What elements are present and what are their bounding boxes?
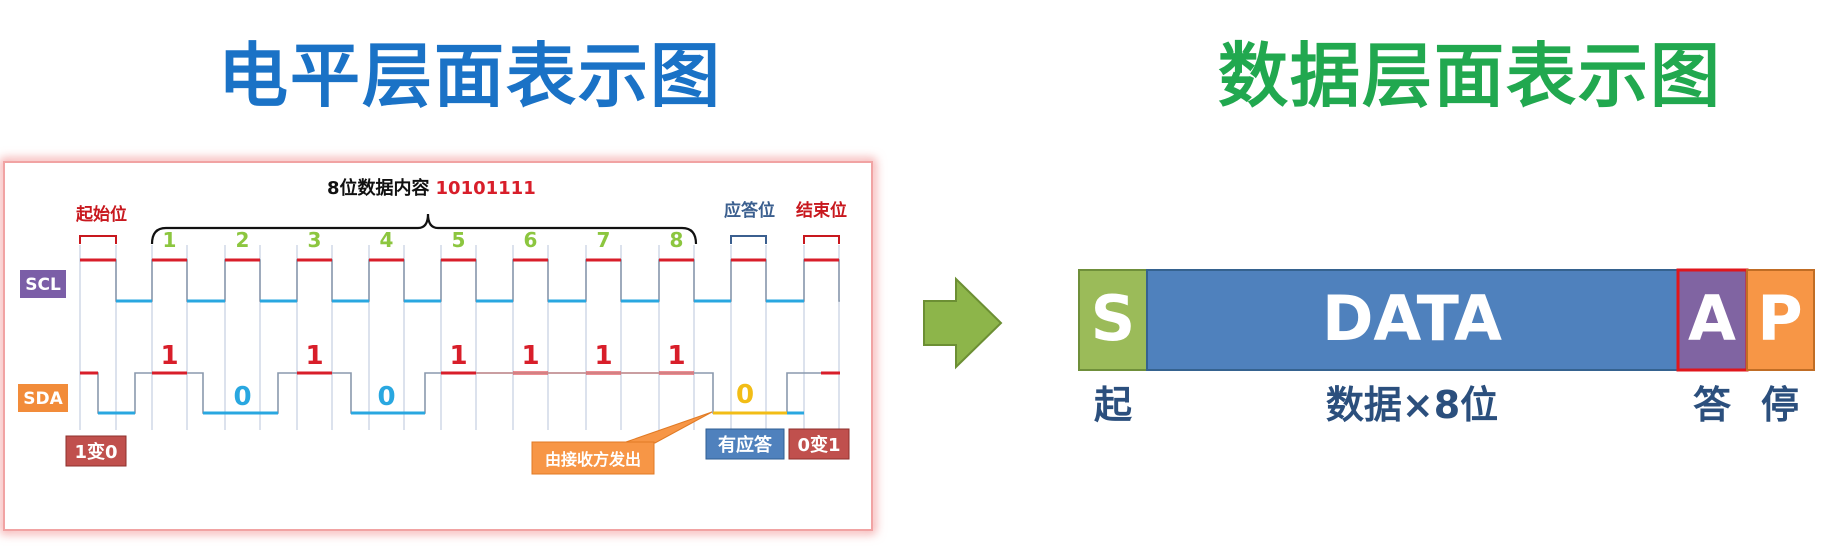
- frame-caption-a: 答: [1693, 383, 1732, 427]
- sda-label: SDA: [23, 389, 63, 409]
- bit-value-4: 0: [377, 382, 395, 412]
- stop-bracket: [803, 235, 840, 244]
- stop-transition-badge: [788, 428, 850, 460]
- frame-letter-s: S: [1091, 282, 1136, 355]
- ack-bit-label: 应答位: [724, 200, 775, 221]
- bit-index-4: 4: [380, 228, 394, 252]
- receiver-callout: [531, 441, 655, 475]
- frame-field-s: [1078, 269, 1148, 371]
- ack-bracket: [730, 235, 767, 244]
- frame-field-p: [1746, 269, 1815, 371]
- bit-index-2: 2: [236, 228, 250, 252]
- bit-index-6: 6: [524, 228, 538, 252]
- start-transition-badge: [65, 435, 127, 467]
- waveforms: [80, 258, 840, 415]
- bit-value-1: 1: [160, 341, 178, 371]
- stop-transition-text: 0变1: [797, 434, 840, 456]
- ack-value: 0: [736, 380, 754, 410]
- bit-value-2: 0: [233, 382, 251, 412]
- frame-caption-data: 数据×8位: [1326, 383, 1498, 427]
- receiver-callout-text: 由接收方发出: [545, 450, 641, 469]
- bit-index-5: 5: [452, 228, 466, 252]
- bit-index-1: 1: [163, 228, 177, 252]
- bit-value-8: 1: [667, 341, 685, 371]
- scl-wave-outline: [80, 259, 840, 302]
- stop-bit-label: 结束位: [796, 200, 847, 221]
- transform-arrow-icon: [923, 276, 1003, 370]
- frame-caption-p: 停: [1761, 383, 1799, 427]
- start-bit-label: 起始位: [75, 204, 127, 225]
- bit-index-3: 3: [308, 228, 322, 252]
- bit-value-7: 1: [594, 341, 612, 371]
- data-view-title: 数据层面表示图: [1218, 35, 1722, 117]
- scl-label: SCL: [25, 275, 61, 295]
- bit-index-row: 1 2 3 4 5 6 7 8: [163, 228, 684, 252]
- bit-index-7: 7: [597, 228, 611, 252]
- data-content-header: 8位数据内容 10101111: [327, 177, 536, 199]
- bit-value-3: 1: [305, 341, 323, 371]
- ack-badge-text: 有应答: [718, 434, 773, 456]
- bit-value-row: 1 0 1 0 1 1 1 1: [160, 341, 685, 412]
- frame-caption-s: 起: [1094, 383, 1133, 427]
- bit-value-5: 1: [449, 341, 467, 371]
- sda-badge: [18, 384, 68, 412]
- header-prefix: 8位数据内容: [327, 177, 430, 199]
- start-transition-text: 1变0: [74, 441, 117, 463]
- frame-letter-p: P: [1757, 282, 1802, 355]
- start-bracket: [79, 235, 117, 244]
- frame-letter-data: DATA: [1322, 282, 1502, 355]
- header-bits: 10101111: [436, 178, 536, 199]
- data-brace: [150, 213, 698, 245]
- brackets: [79, 213, 840, 245]
- level-view-title: 电平层面表示图: [218, 35, 722, 117]
- data-frame: S DATA A P 起 数据×8位 答 停: [1078, 268, 1815, 427]
- scl-badge: [20, 270, 66, 298]
- bit-index-8: 8: [670, 228, 684, 252]
- frame-letter-a: A: [1688, 282, 1736, 355]
- timing-panel: [3, 161, 873, 531]
- bit-value-6: 1: [521, 341, 539, 371]
- ack-badge: [705, 428, 785, 460]
